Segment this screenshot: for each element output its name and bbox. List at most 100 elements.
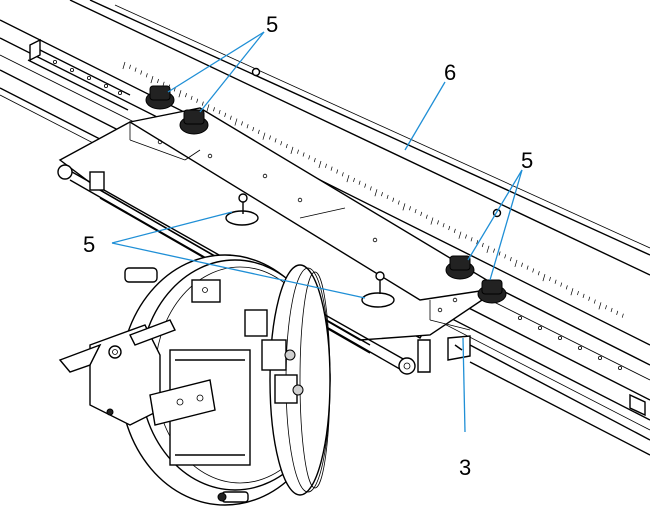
scale-tick xyxy=(246,124,249,129)
scale-tick xyxy=(206,104,210,112)
scale-tick xyxy=(134,67,137,72)
scale-tick xyxy=(514,259,518,268)
leader-right-a xyxy=(489,169,523,281)
scale-tick xyxy=(486,245,490,253)
leader-left-b xyxy=(111,242,366,299)
clamp-knob xyxy=(225,193,259,226)
scale-tick xyxy=(297,149,299,154)
scale-tick xyxy=(374,189,378,197)
rail-scale xyxy=(122,61,624,318)
scale-tick xyxy=(570,288,574,296)
scale-tick xyxy=(145,73,148,78)
scale-tick xyxy=(318,160,322,169)
scale-tick xyxy=(346,175,350,183)
callout-label-right: 5 xyxy=(521,148,533,173)
scale-tick xyxy=(504,254,507,259)
scale-tick xyxy=(150,76,154,84)
clamp-knob xyxy=(361,271,395,308)
scale-tick xyxy=(402,203,406,211)
scale-tick xyxy=(178,90,182,98)
scale-tick xyxy=(280,141,283,146)
scale-tick xyxy=(190,95,193,101)
support-bracket xyxy=(417,335,471,373)
scale-tick xyxy=(386,194,389,200)
leader-right-b xyxy=(467,169,523,261)
scale-tick xyxy=(341,172,344,177)
scale-tick xyxy=(185,93,187,98)
scale-tick xyxy=(532,268,535,273)
leader-rail xyxy=(404,81,446,151)
scale-tick xyxy=(241,121,243,126)
leader-bottom xyxy=(462,337,466,433)
scale-tick xyxy=(353,177,355,183)
callout-label-left: 5 xyxy=(83,232,95,257)
scale-tick xyxy=(448,225,451,231)
scale-tick xyxy=(588,296,591,301)
scale-tick xyxy=(430,217,434,225)
scale-tick xyxy=(465,234,467,239)
scale-tick xyxy=(274,138,277,143)
scale-tick xyxy=(549,276,551,282)
scale-tick xyxy=(593,299,596,304)
scale-tick xyxy=(425,214,428,219)
scale-tick xyxy=(598,302,602,310)
scale-tick xyxy=(481,242,484,248)
scale-tick xyxy=(554,279,557,284)
scale-tick xyxy=(262,132,266,140)
mounting-strip xyxy=(27,38,646,417)
scale-tick xyxy=(521,262,523,267)
scale-tick xyxy=(542,273,546,282)
scale-tick xyxy=(437,220,439,225)
callout-label-rail: 6 xyxy=(444,60,456,85)
clamp-knob xyxy=(179,109,209,135)
scale-tick xyxy=(302,152,305,157)
leader-top-left-a xyxy=(199,31,265,113)
scale-tick xyxy=(577,290,579,296)
scale-tick xyxy=(308,155,311,160)
scale-tick xyxy=(621,313,624,318)
scale-tick xyxy=(234,118,238,126)
scale-tick xyxy=(325,163,327,168)
scale-tick xyxy=(129,64,131,69)
scale-tick xyxy=(213,107,215,112)
scale-tick xyxy=(582,293,585,298)
scale-tick xyxy=(336,169,339,174)
clamp-knob xyxy=(145,85,175,110)
clamp-knob xyxy=(477,279,507,304)
scale-tick xyxy=(476,240,479,245)
clamp-knob xyxy=(445,255,475,280)
scale-tick xyxy=(414,208,417,214)
scale-tick xyxy=(458,231,462,239)
scale-tick xyxy=(313,158,316,163)
scale-tick xyxy=(537,271,540,276)
scale-tick xyxy=(140,70,143,75)
scale-tick xyxy=(493,248,495,253)
scale-tick xyxy=(290,146,294,154)
scale-tick xyxy=(364,183,367,188)
scale-tick xyxy=(122,61,126,70)
scale-tick xyxy=(201,101,204,106)
ring-clamp-assembly xyxy=(58,254,331,506)
leader-lines xyxy=(111,31,523,433)
scale-tick xyxy=(162,81,165,86)
scale-tick xyxy=(229,115,232,120)
scale-tick xyxy=(420,211,423,216)
scale-tick xyxy=(330,166,333,171)
scale-tick xyxy=(442,223,445,228)
scale-tick xyxy=(453,228,456,233)
scale-tick xyxy=(269,135,271,140)
callout-label-top-left: 5 xyxy=(266,12,278,37)
scale-tick xyxy=(257,129,260,134)
scale-tick xyxy=(196,98,199,103)
scale-tick xyxy=(509,257,512,262)
leader-left-a xyxy=(111,211,233,244)
callout-label-bottom: 3 xyxy=(459,455,471,480)
scale-tick xyxy=(397,200,400,205)
scale-tick xyxy=(470,237,473,242)
scale-tick xyxy=(610,307,613,313)
scale-tick xyxy=(409,206,411,211)
scale-tick xyxy=(605,305,607,310)
scale-tick xyxy=(224,112,227,118)
scale-tick xyxy=(560,282,563,287)
